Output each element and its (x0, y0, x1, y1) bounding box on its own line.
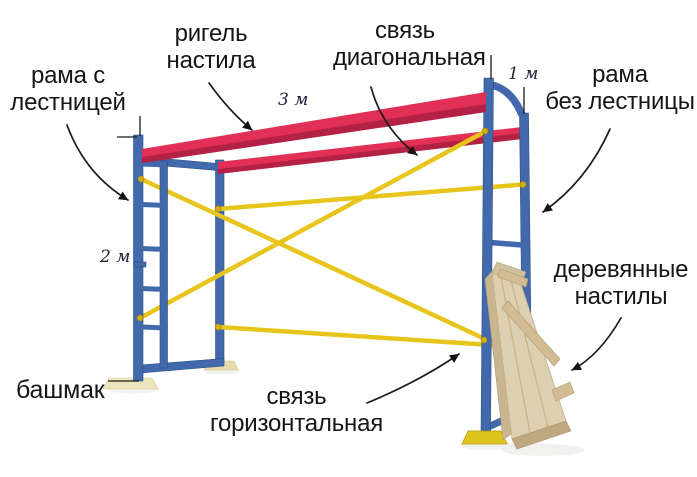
callout-diagonal-brace: связь диагональная (333, 17, 486, 72)
callout-line: настилы (574, 283, 668, 311)
callout-line: лестницей (10, 89, 126, 117)
deck-diagonal-batten (501, 300, 561, 367)
callout-wooden-decks: деревянные настилы (546, 256, 696, 310)
frame-with-ladder-front (102, 134, 168, 390)
callout-line: рама (592, 61, 648, 88)
arrow-frame-with-ladder (66, 124, 129, 201)
diagonal-brace-down (140, 176, 486, 342)
callout-frame-with-ladder: рама с лестницей (0, 62, 136, 116)
dimension-3m: 3 м (278, 90, 309, 110)
arrow-horizontal-brace (366, 353, 460, 404)
arrow-wooden-decks (571, 317, 622, 371)
right-frame-rung-upper (489, 239, 523, 248)
callout-base-shoe: башмак (16, 376, 105, 404)
front-base-plate-left (102, 377, 159, 390)
callout-line: рама с (30, 62, 105, 89)
ladder-rungs (133, 161, 167, 331)
frame-without-ladder-front (461, 77, 508, 445)
deck-bottom-end (511, 420, 572, 450)
callout-horizontal-brace: связь горизонтальная (194, 383, 399, 437)
right-frame-top-connector (490, 81, 526, 117)
callout-arrows (66, 82, 622, 404)
callout-line: без лестницы (545, 88, 695, 116)
dimension-2m: 2 м (100, 247, 131, 267)
deck-ledger-front (142, 92, 486, 163)
ladder-half-rung-stub (133, 261, 147, 268)
callout-line: связь (375, 17, 435, 44)
deck-top-batten (497, 268, 529, 288)
callout-line: диагональная (333, 44, 486, 72)
callout-line: связь (266, 383, 327, 410)
deck-ledger-rear (218, 127, 522, 174)
frame-with-ladder-rear (139, 156, 239, 374)
callout-line: настила (166, 47, 256, 75)
callout-deck-ledger: ригель настила (152, 20, 270, 74)
deck-bottom-batten (551, 381, 575, 402)
front-base-plate-right (461, 430, 508, 445)
dimension-1m: 1 м (508, 64, 539, 84)
horizontal-brace-lower (217, 324, 508, 349)
arrow-diagonal-brace (370, 86, 418, 156)
braces (138, 129, 524, 349)
dimension-ticks (108, 55, 525, 382)
arrow-frame-without-ladder (542, 128, 611, 213)
brace-bolts (136, 127, 527, 344)
left-front-post (133, 134, 144, 382)
left-rear-post (215, 159, 225, 364)
diagonal-brace-up (138, 129, 488, 320)
callout-frame-without-ladder: рама без лестницы (540, 61, 697, 115)
wooden-decks-graphic (484, 261, 575, 450)
horizontal-brace-upper (217, 182, 524, 212)
callout-line: деревянные (553, 256, 689, 283)
callout-line: башмак (16, 376, 105, 404)
callout-line: ригель (174, 20, 248, 47)
callout-line: горизонтальная (209, 410, 384, 438)
arrow-deck-ledger (208, 82, 253, 131)
ladder-stile (159, 160, 168, 369)
